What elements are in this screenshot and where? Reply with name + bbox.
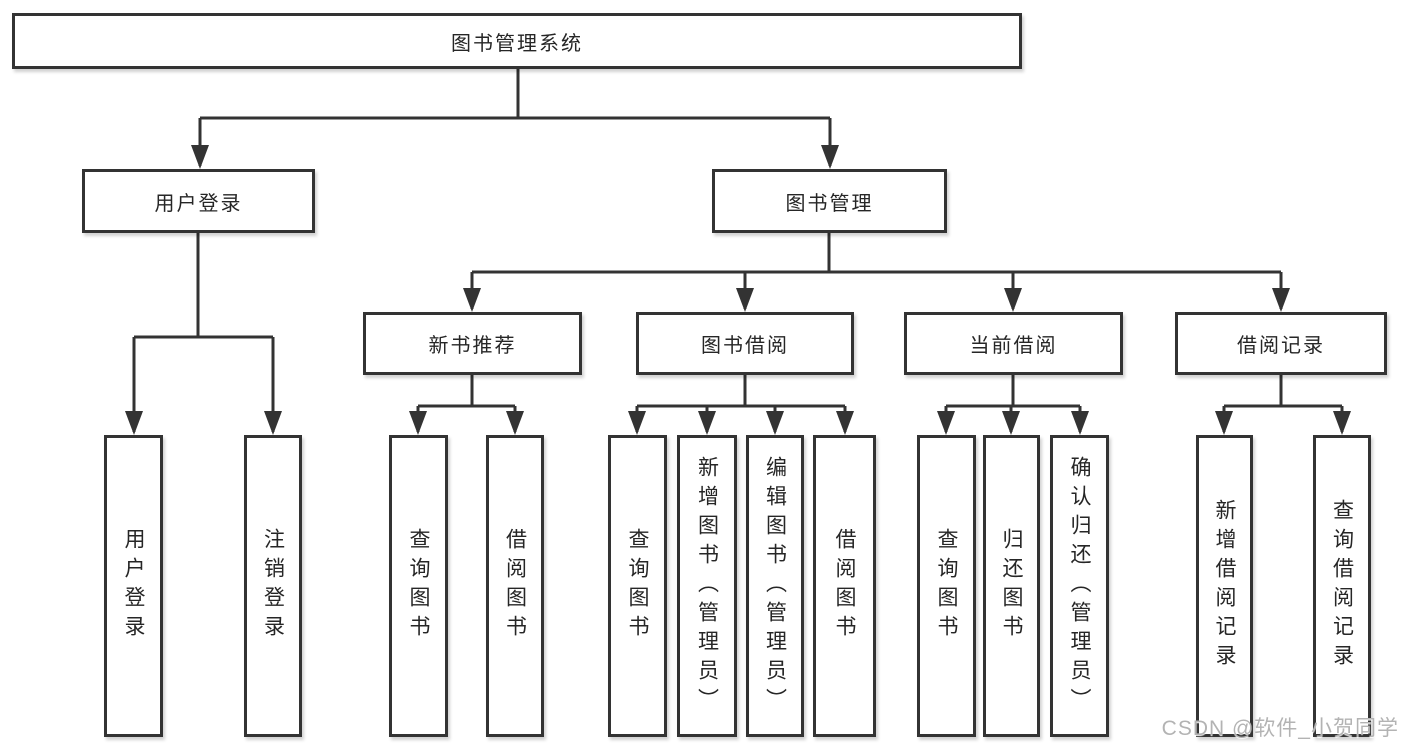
node-book-borrowing: 图书借阅 xyxy=(636,312,854,375)
node-library-management-system: 图书管理系统 xyxy=(12,13,1022,69)
node-label: 借阅记录 xyxy=(1237,335,1325,357)
leaf-logout: 注销登录 xyxy=(244,435,302,737)
leaf-label: 注销登录 xyxy=(261,528,285,644)
leaf-label: 查询借阅记录 xyxy=(1330,499,1354,673)
leaf-label: 用户登录 xyxy=(122,528,145,644)
leaf-label: 借阅图书 xyxy=(833,528,856,644)
leaf-query-books-1: 查询图书 xyxy=(389,435,448,737)
leaf-label: 归还图书 xyxy=(1000,528,1023,644)
node-new-book-recommend: 新书推荐 xyxy=(363,312,582,375)
leaf-label: 查询图书 xyxy=(407,528,430,644)
leaf-label: 新增借阅记录 xyxy=(1213,499,1236,673)
leaf-query-borrow-record: 查询借阅记录 xyxy=(1313,435,1371,737)
leaf-edit-books-admin: 编辑图书（管理员） xyxy=(746,435,804,737)
node-label: 图书管理系统 xyxy=(451,32,583,55)
node-label: 当前借阅 xyxy=(969,335,1058,357)
node-label: 新书推荐 xyxy=(428,335,517,357)
node-label: 图书管理 xyxy=(785,192,874,215)
leaf-query-books-2: 查询图书 xyxy=(608,435,667,737)
node-user-login: 用户登录 xyxy=(82,169,315,233)
leaf-confirm-return-admin: 确认归还（管理员） xyxy=(1050,435,1109,737)
leaf-label: 借阅图书 xyxy=(503,528,527,644)
node-current-borrowing: 当前借阅 xyxy=(904,312,1123,375)
node-borrowing-records: 借阅记录 xyxy=(1175,312,1387,375)
leaf-add-borrow-record: 新增借阅记录 xyxy=(1196,435,1253,737)
leaf-label: 确认归还（管理员） xyxy=(1068,455,1091,717)
csdn-watermark: CSDN @软件_小贺同学 xyxy=(1161,717,1399,740)
leaf-user-login: 用户登录 xyxy=(104,435,163,737)
leaf-borrow-books-1: 借阅图书 xyxy=(486,435,544,737)
leaf-label: 编辑图书（管理员） xyxy=(763,455,787,717)
leaf-query-books-3: 查询图书 xyxy=(917,435,976,737)
leaf-borrow-books-2: 借阅图书 xyxy=(813,435,876,737)
node-label: 图书借阅 xyxy=(701,335,789,357)
leaf-add-books-admin: 新增图书（管理员） xyxy=(677,435,737,737)
node-label: 用户登录 xyxy=(154,192,243,215)
leaf-label: 新增图书（管理员） xyxy=(695,455,719,717)
leaf-label: 查询图书 xyxy=(626,528,649,644)
leaf-label: 查询图书 xyxy=(935,528,958,644)
leaf-return-books: 归还图书 xyxy=(983,435,1040,737)
node-book-management: 图书管理 xyxy=(712,169,947,233)
